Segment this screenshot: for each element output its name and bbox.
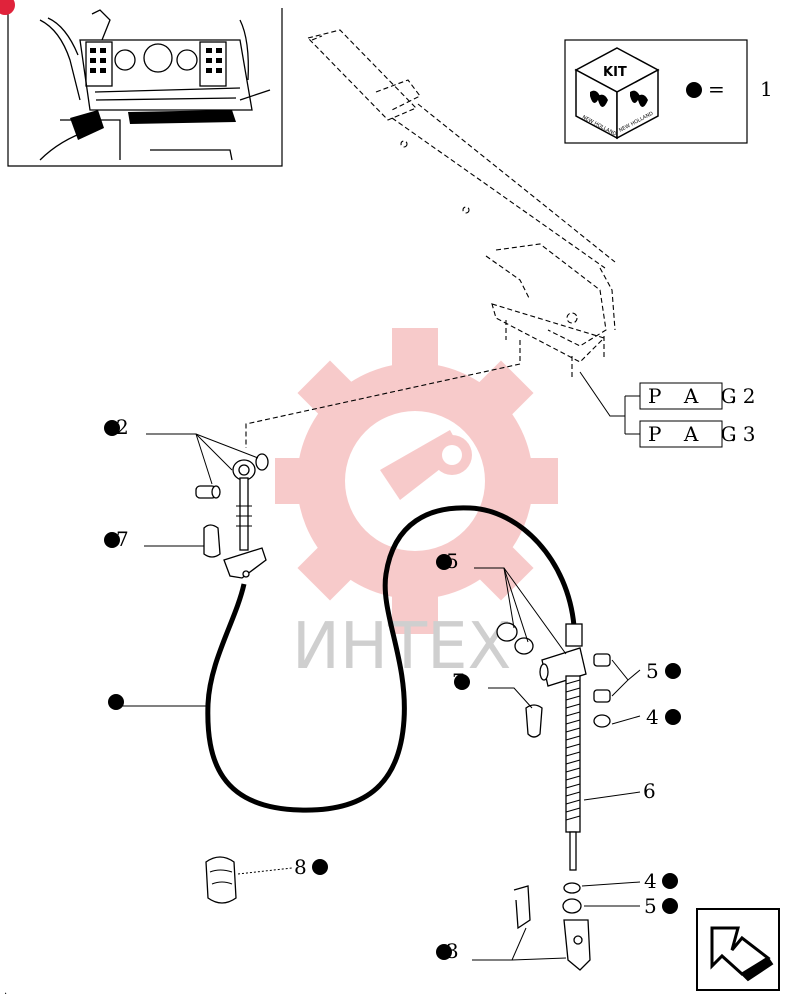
- callout-number: 5: [646, 659, 659, 683]
- kit-legend: KIT NEW HOLLAND NEW HOLLAND = 1: [564, 39, 773, 144]
- callout-number: 6: [643, 779, 656, 803]
- right-cable-end: [496, 622, 611, 971]
- brake-cable: [205, 505, 577, 813]
- callout-4-upper[interactable]: 4: [646, 705, 681, 729]
- callout-7-right[interactable]: 7: [452, 669, 470, 693]
- callout-5-lower[interactable]: 5: [644, 894, 678, 918]
- callout-3[interactable]: 3: [436, 939, 459, 963]
- left-cable-end: [195, 453, 269, 579]
- callout-1[interactable]: [108, 694, 124, 710]
- pag-bracket: [579, 371, 640, 435]
- gear-watermark: [275, 328, 558, 634]
- callout-5-right[interactable]: 5: [646, 659, 681, 683]
- callout-6[interactable]: 6: [643, 779, 656, 803]
- pag-value: . 2: [730, 384, 755, 408]
- callout-number: 8: [294, 855, 307, 879]
- callout-number: 7: [116, 527, 129, 551]
- kit-bullet: [686, 82, 702, 98]
- callout-4-lower[interactable]: 4: [644, 869, 678, 893]
- corner-mark: .: [4, 986, 7, 997]
- kit-badge-text: KIT: [603, 65, 627, 80]
- badge-dot: [0, 0, 15, 15]
- pag-word: P A G: [648, 384, 745, 408]
- callout-number: 5: [644, 894, 657, 918]
- clip-part: [205, 856, 237, 904]
- pag-reference-2[interactable]: P A G . 2: [639, 382, 755, 410]
- leaders-right: [237, 567, 641, 961]
- kit-equals-value: 1: [760, 77, 773, 101]
- handbrake-lever: [245, 29, 616, 448]
- callout-5-top[interactable]: 5: [436, 549, 459, 573]
- kit-equals: =: [708, 77, 725, 101]
- callout-7-left[interactable]: 7: [104, 527, 129, 551]
- callout-number: 4: [646, 705, 659, 729]
- callout-8[interactable]: 8: [294, 855, 328, 879]
- pag-value: . 3: [730, 422, 755, 446]
- callout-number: 7: [452, 669, 465, 693]
- leader-2: [146, 433, 259, 485]
- cab-thumbnail[interactable]: [7, 8, 283, 167]
- callout-2[interactable]: 2: [104, 415, 129, 439]
- callout-number: 5: [446, 549, 459, 573]
- callout-number: 4: [644, 869, 657, 893]
- next-page-arrow-icon[interactable]: [696, 908, 780, 991]
- callout-number: 3: [446, 939, 459, 963]
- pag-word: P A G: [648, 422, 745, 446]
- callout-number: 2: [116, 415, 129, 439]
- pag-reference-3[interactable]: P A G . 3: [639, 420, 755, 448]
